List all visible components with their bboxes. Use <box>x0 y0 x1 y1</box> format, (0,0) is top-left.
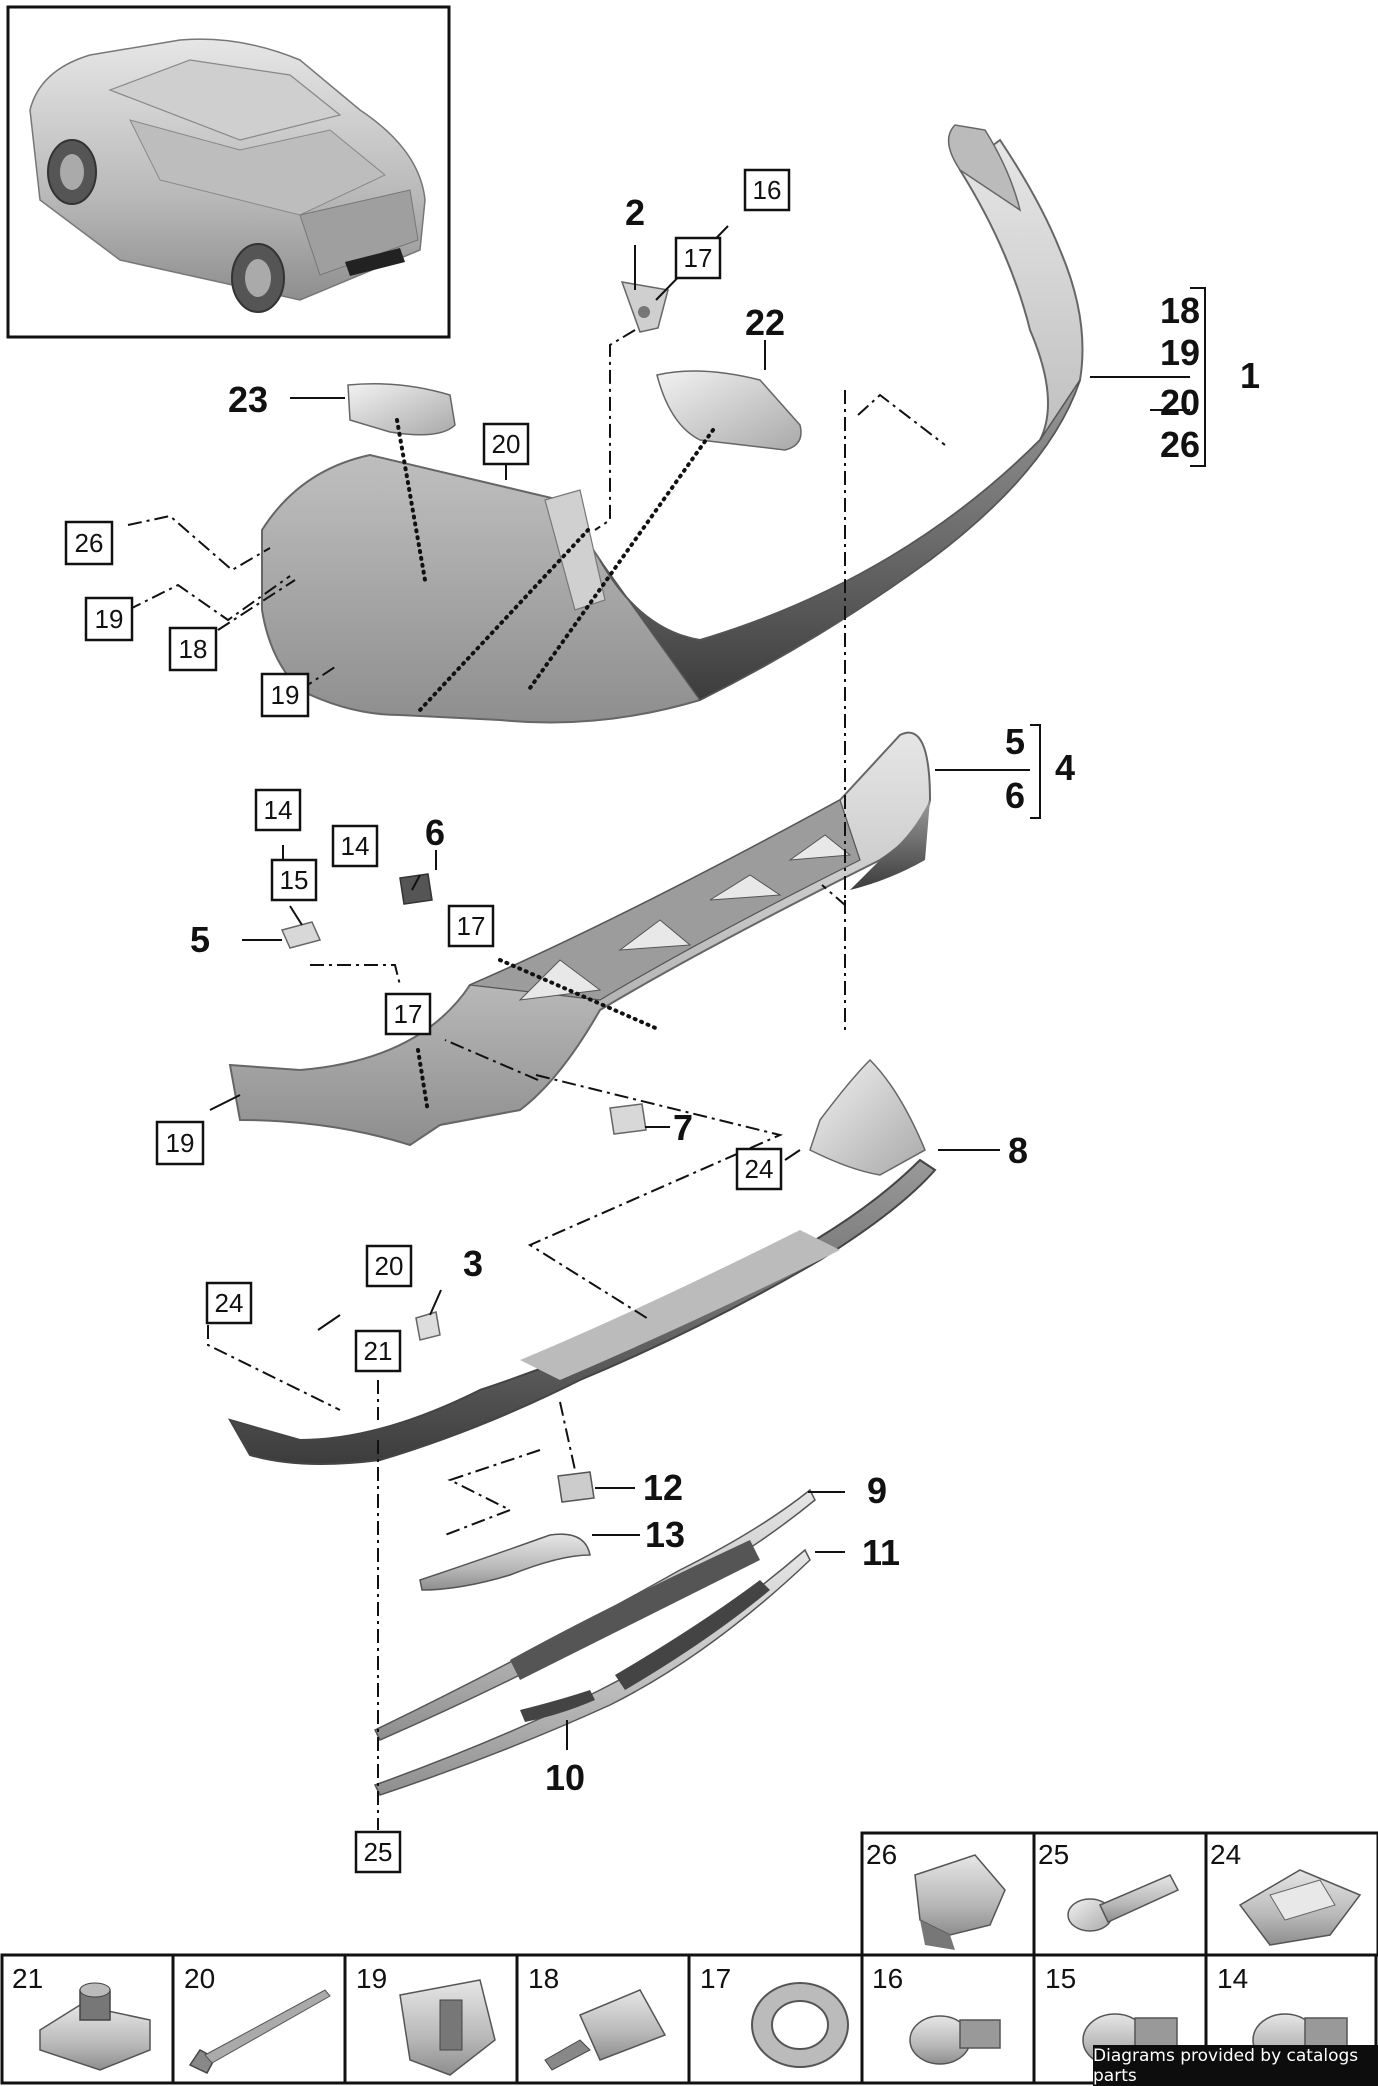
callout-6-group: 6 <box>1005 775 1025 816</box>
diffuser-panel <box>227 1058 937 1465</box>
box-19-b: 19 <box>271 680 300 710</box>
box-20-top: 20 <box>492 429 521 459</box>
box-24-a: 24 <box>745 1154 774 1184</box>
bracket-part-2-hole <box>638 306 650 318</box>
tile-number: 21 <box>12 1963 43 1994</box>
trim-strips <box>373 1488 816 1796</box>
reflector-cover-22 <box>656 370 802 451</box>
box-17-top: 17 <box>684 243 713 273</box>
box-17-low: 17 <box>394 999 423 1029</box>
sensor-holder-5 <box>280 921 322 949</box>
box-15: 15 <box>280 865 309 895</box>
tile-number: 25 <box>1038 1839 1069 1870</box>
tile-number: 14 <box>1217 1963 1248 1994</box>
clip-part-3 <box>415 1311 441 1341</box>
callout-9: 9 <box>867 1470 887 1511</box>
clip-26-icon <box>914 1854 1006 1950</box>
vehicle-thumbnail <box>6 5 451 339</box>
callout-3: 3 <box>463 1243 483 1284</box>
reflector-cover-23 <box>347 383 456 436</box>
bracket-part-7 <box>609 1103 647 1135</box>
tile-number: 18 <box>528 1963 559 1994</box>
callout-7: 7 <box>673 1107 693 1148</box>
bracket-part-12 <box>557 1471 595 1503</box>
sensor-16-icon <box>909 2015 1001 2065</box>
ring-17-icon <box>751 1982 849 2068</box>
callout-23: 23 <box>228 379 268 420</box>
box-24-b: 24 <box>215 1288 244 1318</box>
callout-numbers: 1 2 3 4 5 6 5 6 7 8 9 10 11 12 13 18 19 … <box>190 192 1260 1798</box>
callout-19: 19 <box>1160 332 1200 373</box>
box-20-b: 20 <box>375 1251 404 1281</box>
callout-6: 6 <box>425 812 445 853</box>
screw-25-icon <box>1067 1874 1180 1932</box>
trim-part-13 <box>419 1533 591 1591</box>
callout-1: 1 <box>1240 355 1260 396</box>
tile-number: 15 <box>1045 1963 1076 1994</box>
clip-24-icon <box>1238 1869 1362 1946</box>
box-25: 25 <box>364 1837 393 1867</box>
callout-12: 12 <box>643 1467 683 1508</box>
box-21: 21 <box>364 1336 393 1366</box>
box-18: 18 <box>179 634 208 664</box>
rivet-20-icon <box>188 1989 331 2074</box>
sensor-holder-6 <box>399 873 433 905</box>
box-14-b: 14 <box>341 831 370 861</box>
box-16: 16 <box>753 175 782 205</box>
callout-22: 22 <box>745 302 785 343</box>
callout-8: 8 <box>1008 1130 1028 1171</box>
box-14-a: 14 <box>264 795 293 825</box>
box-19-c: 19 <box>166 1128 195 1158</box>
tile-number: 20 <box>184 1963 215 1994</box>
dash-dot-leaders <box>127 329 946 1830</box>
box-26: 26 <box>75 528 104 558</box>
callout-26: 26 <box>1160 424 1200 465</box>
dotted-leaders <box>395 418 715 1114</box>
bumper-carrier <box>228 731 932 1147</box>
diagram-credit: Diagrams provided by catalogs parts <box>1093 2045 1378 2086</box>
callout-11: 11 <box>862 1532 900 1573</box>
callout-20: 20 <box>1160 382 1200 423</box>
expanding-rivet-18-icon <box>544 1989 667 2071</box>
bumper-cover-upper <box>261 124 1084 724</box>
callout-10: 10 <box>545 1757 585 1798</box>
callout-2: 2 <box>625 192 645 233</box>
tile-number: 19 <box>356 1963 387 1994</box>
bracket-19-icon <box>399 1979 496 2076</box>
callout-13: 13 <box>645 1514 685 1555</box>
callout-4: 4 <box>1055 747 1075 788</box>
tile-number: 24 <box>1210 1839 1241 1870</box>
callout-18: 18 <box>1160 290 1200 331</box>
tile-number: 16 <box>872 1963 903 1994</box>
tile-number: 17 <box>700 1963 731 1994</box>
callout-5-group: 5 <box>1005 721 1025 762</box>
leader-lines <box>209 225 1206 1750</box>
box-17-mid: 17 <box>457 911 486 941</box>
boxed-callouts: 16 17 20 26 19 18 19 14 15 14 17 17 19 2… <box>64 168 791 1874</box>
nut-21-icon <box>39 1982 151 2071</box>
box-19-a: 19 <box>95 604 124 634</box>
tile-number: 26 <box>866 1839 897 1870</box>
callout-5: 5 <box>190 919 210 960</box>
